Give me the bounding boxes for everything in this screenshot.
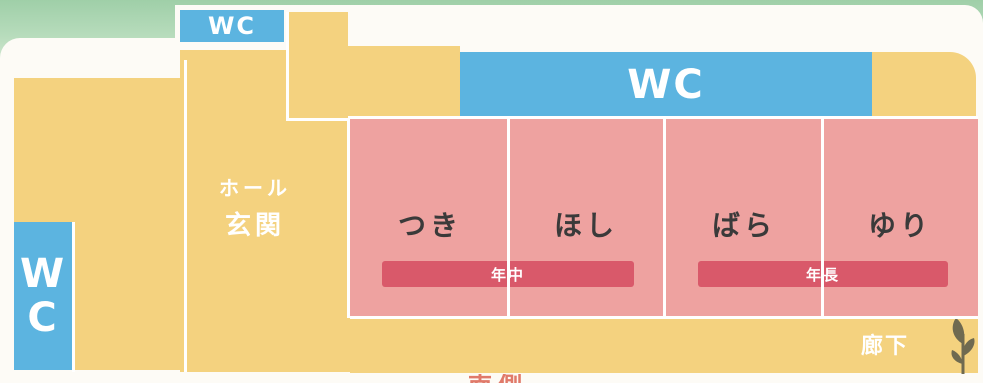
bottom-cut-label-text: 南側: [468, 374, 588, 383]
wc-top-small-label: WC: [207, 12, 257, 40]
plant-icon: [951, 318, 975, 374]
upper-band: [348, 46, 460, 120]
hall-label-line1: ホール: [219, 176, 291, 200]
wall-class-1: [507, 118, 510, 318]
wall-hall-right: [347, 118, 350, 318]
wall-column-bottom: [286, 118, 350, 121]
wc-top-large-label: WC: [627, 62, 705, 108]
background-left: [0, 38, 200, 78]
wc-left-label-c: C: [27, 295, 59, 341]
wall-column-left: [286, 12, 289, 120]
wall-upper-band: [348, 116, 978, 119]
class-name-bara: ばら: [711, 209, 776, 242]
corridor: [350, 318, 978, 373]
wc-top-small: WC: [180, 10, 284, 42]
class-name-yuri: ゆり: [867, 209, 932, 242]
upper-column: [288, 12, 348, 122]
wc-left-label-w: W: [19, 251, 67, 297]
corridor-label: 廊下: [860, 334, 909, 359]
wall-hall-left: [184, 60, 187, 372]
wall-wc-left: [72, 222, 75, 372]
wall-corridor: [350, 316, 978, 319]
wc-top-large: WC: [460, 52, 872, 118]
hall-label-line2: 玄関: [224, 211, 285, 241]
class-name-hoshi: ほし: [553, 209, 618, 242]
class-name-tsuki: つき: [397, 209, 462, 242]
wall-class-3: [821, 118, 824, 318]
hall-label: ホール 玄関: [200, 172, 310, 242]
wc-left: W C: [14, 222, 72, 370]
wall-class-2: [663, 118, 666, 318]
upper-right-corner: [872, 52, 976, 122]
bottom-cut-label: 南側: [468, 374, 588, 383]
